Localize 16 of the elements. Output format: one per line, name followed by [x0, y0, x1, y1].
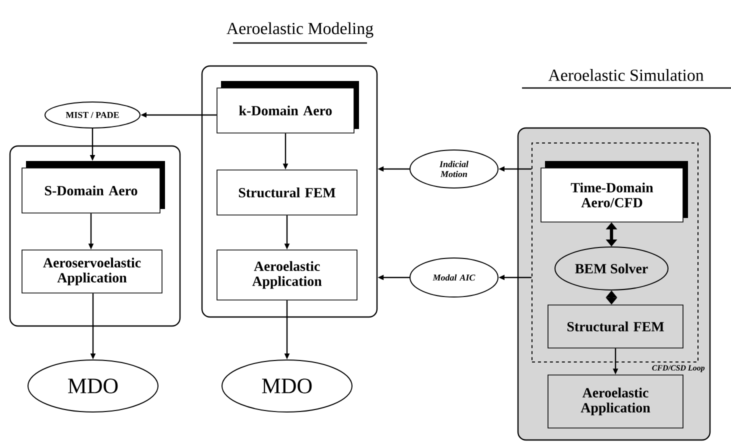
- process-box: Structural FEM: [216, 170, 358, 216]
- ellipse-node: MDO: [222, 360, 352, 412]
- ellipse-node: Modal AIC: [410, 258, 498, 298]
- process-box: Time-Domain Aero/CFD: [540, 161, 688, 222]
- process-box: S-Domain Aero: [22, 161, 165, 214]
- ellipse-node: MDO: [28, 360, 158, 412]
- process-box: Aeroservoelastic Application: [22, 250, 162, 294]
- process-box: Aeroelastic Application: [548, 374, 684, 428]
- process-box: Structural FEM: [548, 304, 684, 348]
- heading: Aeroelastic Modeling: [226, 22, 374, 38]
- process-box: k-Domain Aero: [216, 81, 359, 134]
- ellipse-node: MIST / PADE: [44, 102, 140, 128]
- ellipse-node: BEM Solver: [554, 246, 668, 290]
- process-box: Aeroelastic Application: [216, 250, 358, 300]
- ellipse-node: Indicial Motion: [410, 150, 498, 188]
- heading: Aeroelastic Simulation: [548, 69, 704, 81]
